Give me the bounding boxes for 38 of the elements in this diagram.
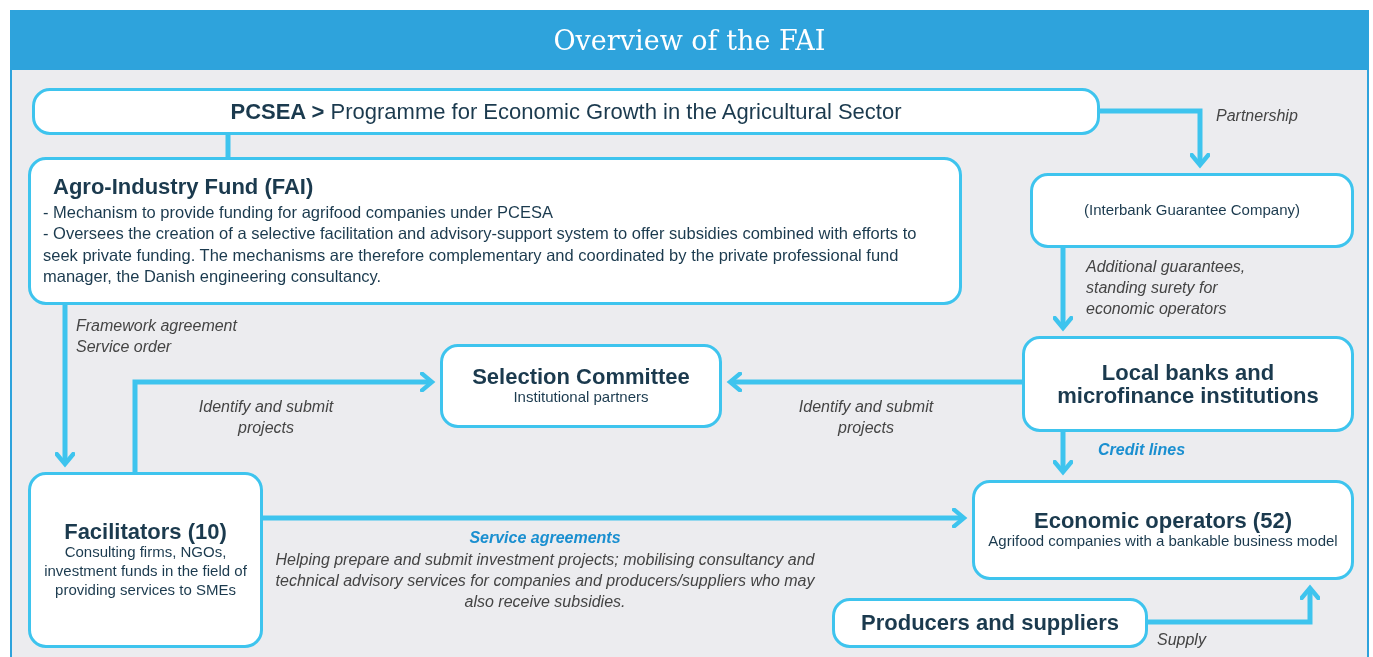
arrow <box>54 305 76 467</box>
programme-box <box>32 88 1100 135</box>
title: Overview of the FAI <box>553 24 826 56</box>
arrow <box>1052 248 1074 331</box>
node-heading: Economic operators (52) <box>1034 509 1292 533</box>
node-heading: Local banks and microfinance institutions <box>1056 360 1320 408</box>
arrow <box>727 371 1022 393</box>
guarantee-company-box <box>1030 173 1354 248</box>
edge-label: Framework agreement Service order <box>76 316 239 357</box>
arrow <box>1100 108 1211 168</box>
node-heading: Agro-Industry Fund (FAI) <box>53 174 314 198</box>
edge-label: Identify and submit projects <box>197 397 335 438</box>
arrow <box>1052 432 1074 475</box>
node-heading: Facilitators (10) <box>64 520 227 544</box>
banks-box <box>1022 336 1354 432</box>
node-description: Consulting firms, NGOs, investment funds in the field of providing services to SMEs <box>43 543 248 600</box>
fund-box <box>28 157 962 305</box>
edge-label: Partnership <box>1216 106 1299 126</box>
producers-box <box>832 598 1148 648</box>
arrow <box>132 371 435 472</box>
edge-label: Supply <box>1157 630 1208 650</box>
facilitators-box <box>28 472 263 648</box>
arrow <box>263 507 967 529</box>
edge-label: Identify and submit projects <box>797 397 935 438</box>
edge-label: Credit lines <box>1098 440 1187 460</box>
node-description: Institutional partners <box>513 388 649 407</box>
committee-box <box>440 344 722 428</box>
node-description: - Oversees the creation of a selective facilitation and advisory-support system to offer subsidies combined with efforts to seek private funding. The mechanisms are therefore complementary and coordinated by the private professional fund manager, the Danish engineering consultancy. <box>43 223 918 287</box>
edge-label: Additional guarantees, standing surety for economic operators <box>1086 257 1247 319</box>
programme-title: PCSEA > Programme for Economic Growth in the Agricultural Sector <box>230 98 902 125</box>
node-heading: Producers and suppliers <box>861 611 1119 635</box>
note-text: Helping prepare and submit investment projects; mobilising consultancy and technical advisory services for companies and producers/suppliers who may also receive subsidies. <box>274 550 816 612</box>
arrow <box>1148 585 1321 625</box>
node-description: (Interbank Guarantee Company) <box>1084 201 1300 220</box>
node-description: - Mechanism to provide funding for agrifood companies under PCESA <box>43 201 553 223</box>
operators-box <box>972 480 1354 580</box>
node-heading: Selection Committee <box>472 365 690 389</box>
node-description: Agrifood companies with a bankable business model <box>988 532 1338 551</box>
